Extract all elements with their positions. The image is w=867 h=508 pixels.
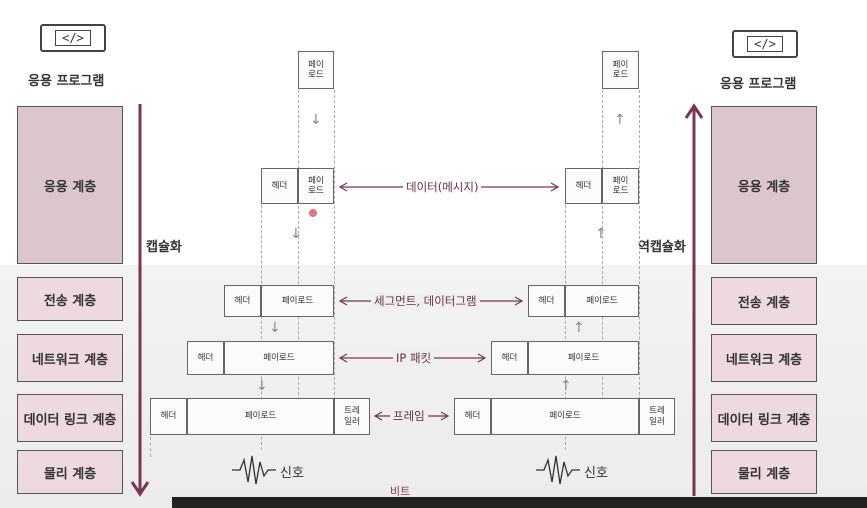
right-transport-payload: 페이로드 [565, 285, 639, 317]
left-layer-physical: 물리 계층 [17, 450, 123, 494]
guide-left-2 [298, 90, 299, 410]
right-layer-physical: 물리 계층 [711, 450, 817, 494]
label-frame: 프레임 [390, 408, 428, 424]
guide-right-3 [639, 90, 640, 400]
right-up-arrow-2: ↑ [595, 226, 607, 242]
right-frame-header: 헤더 [454, 398, 491, 435]
left-frame-trailer: 트레 일러 [334, 398, 370, 435]
right-transport-header: 헤더 [528, 285, 565, 317]
right-layer-application: 응용 계층 [711, 106, 817, 264]
guide-right-1 [565, 205, 566, 450]
left-layer-network: 네트워크 계층 [17, 334, 123, 382]
label-ip-packet: IP 패킷 [393, 350, 435, 366]
label-bit: 비트 [390, 485, 411, 498]
left-down-arrow-4: ↓ [256, 378, 268, 394]
guide-left-1 [261, 205, 262, 450]
left-app-title: 응용 프로그램 [28, 74, 105, 89]
left-frame-payload: 페이로드 [187, 398, 334, 435]
left-code-icon: </> [40, 24, 106, 52]
right-up-arrow-4: ↑ [560, 378, 572, 394]
right-signal-label: 신호 [584, 466, 608, 481]
right-up-arrow-1: ↑ [614, 112, 626, 128]
right-decapsulation-arrow [684, 103, 704, 496]
left-top-payload: 페이 로드 [298, 51, 334, 89]
left-layer-datalink: 데이터 링크 계층 [17, 394, 123, 442]
right-up-arrow-3: ↑ [573, 320, 585, 336]
left-down-arrow-3: ↓ [269, 320, 281, 336]
right-layer-transport: 전송 계층 [711, 277, 817, 325]
right-app-title: 응용 프로그램 [720, 77, 797, 92]
left-frame-header: 헤더 [150, 398, 187, 435]
right-network-payload: 페이로드 [528, 341, 639, 375]
right-network-header: 헤더 [491, 341, 528, 375]
left-encapsulation-arrow [130, 104, 150, 497]
right-top-payload: 페이 로드 [602, 51, 639, 89]
left-signal-label: 신호 [280, 466, 304, 481]
left-network-header: 헤더 [187, 341, 224, 375]
label-segment-datagram: 세그먼트, 데이터그램 [371, 293, 480, 309]
right-app-payload: 페이 로드 [602, 168, 639, 204]
right-layer-network: 네트워크 계층 [711, 334, 817, 382]
right-frame-trailer: 트레 일러 [639, 398, 675, 435]
red-pointer-dot [309, 209, 317, 217]
left-transport-payload: 페이로드 [261, 285, 334, 317]
left-app-payload: 페이 로드 [298, 168, 334, 204]
left-side-label: 캡슐화 [146, 240, 182, 255]
guide-left-outer [150, 437, 151, 457]
right-layer-datalink: 데이터 링크 계층 [711, 394, 817, 442]
left-app-header: 헤더 [261, 168, 298, 204]
label-data-message: 데이터(메시지) [403, 179, 482, 195]
left-down-arrow-1: ↓ [310, 112, 322, 128]
right-code-icon: </> [732, 30, 798, 58]
right-frame-payload: 페이로드 [491, 398, 639, 435]
right-app-header: 헤더 [565, 168, 602, 204]
video-bottom-bar [172, 497, 867, 508]
left-transport-header: 헤더 [224, 285, 261, 317]
right-signal-wave [536, 455, 580, 485]
left-layer-transport: 전송 계층 [17, 277, 123, 321]
right-side-label: 역캡슐화 [638, 240, 686, 255]
left-network-payload: 페이로드 [224, 341, 334, 375]
left-signal-wave [232, 455, 276, 485]
left-down-arrow-2: ↓ [290, 226, 302, 242]
guide-right-2 [602, 90, 603, 410]
guide-left-3 [334, 90, 335, 400]
left-layer-application: 응용 계층 [17, 106, 123, 264]
